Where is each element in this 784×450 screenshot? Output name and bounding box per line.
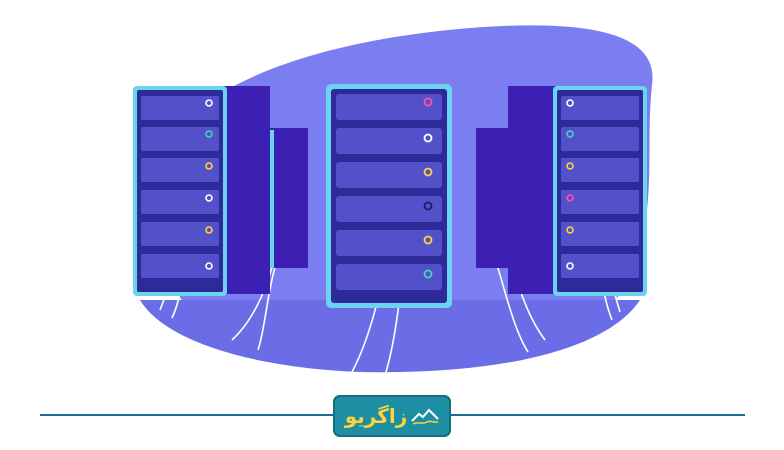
rack-right [508,86,647,296]
brand-logo[interactable]: زاگریو [333,395,451,437]
rack-left [133,86,270,296]
rack-center [326,84,452,308]
right-divider-line [450,414,745,416]
floor-shadow [140,300,640,373]
left-divider-line [40,414,334,416]
brand-logo-text: زاگریو [344,404,408,428]
mountain-wave-icon [411,408,439,425]
